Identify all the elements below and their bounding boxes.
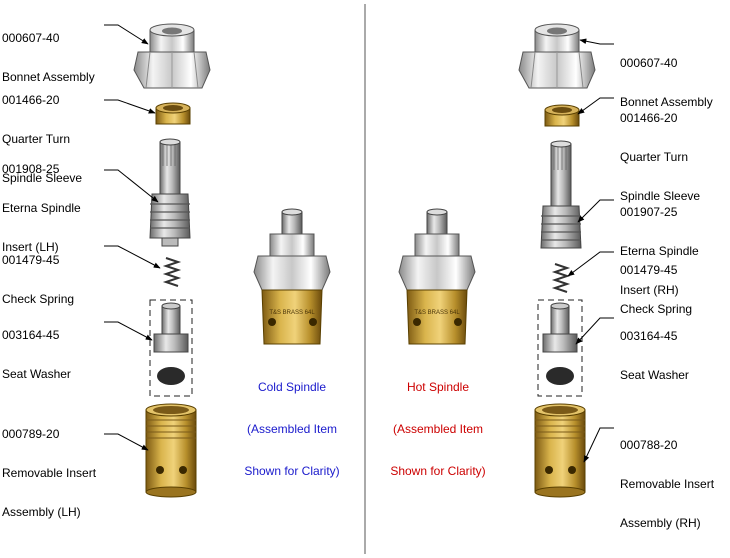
left-insert-part: 001908-25 [2, 162, 60, 176]
right-bonnet-name: Bonnet Assembly [620, 95, 713, 109]
cold-caption-line2: (Assembled Item [246, 422, 338, 436]
right-insert-line1: Eterna Spindle [620, 244, 699, 258]
left-sleeve-label: 001466-20 Quarter Turn Spindle Sleeve [2, 68, 82, 198]
right-sleeve-part: 001466-20 [620, 111, 678, 125]
hot-assembled-spindle [398, 208, 476, 345]
left-spring-part: 001479-45 [2, 253, 60, 267]
left-insert-label: 001908-25 Eterna Spindle Insert (LH) [2, 137, 81, 267]
right-bonnet-assembly [518, 23, 596, 89]
left-removable-label: 000789-20 Removable Insert Assembly (LH) [2, 402, 96, 532]
right-washer-label: 003164-45 Seat Washer [620, 304, 689, 395]
cold-caption-line1: Cold Spindle [257, 380, 327, 394]
cold-caption-line3: Shown for Clarity) [244, 464, 340, 478]
right-sleeve-line1: Quarter Turn [620, 150, 689, 164]
right-bonnet-part: 000607-40 [620, 56, 678, 70]
right-washer-name: Seat Washer [620, 368, 689, 382]
right-insert-part: 001907-25 [620, 205, 678, 219]
left-washer-name: Seat Washer [2, 367, 71, 381]
hot-caption-line2: (Assembled Item [392, 422, 484, 436]
right-spindle-insert [540, 140, 582, 249]
right-bonnet-label: 000607-40 Bonnet Assembly [620, 31, 713, 122]
right-removable-part: 000788-20 [620, 438, 678, 452]
left-removable-line2: Assembly (LH) [2, 505, 81, 519]
right-insert-line2: Insert (RH) [620, 283, 679, 297]
right-removable-line2: Assembly (RH) [620, 516, 701, 530]
left-spindle-insert [149, 138, 191, 247]
right-removable-line1: Removable Insert [620, 477, 715, 491]
hot-spindle-caption: Hot Spindle (Assembled Item Shown for Cl… [368, 352, 508, 492]
right-sleeve-line2: Spindle Sleeve [620, 189, 701, 203]
cold-assembled-spindle [253, 208, 331, 345]
left-spring-name: Check Spring [2, 292, 75, 306]
left-spindle-sleeve [155, 102, 191, 125]
right-spring-label: 001479-45 Check Spring [620, 238, 692, 329]
right-removable-insert [534, 403, 586, 498]
right-washer-part: 003164-45 [620, 329, 678, 343]
cold-spindle-caption: Cold Spindle (Assembled Item Shown for C… [222, 352, 362, 492]
right-spring-part: 001479-45 [620, 263, 678, 277]
right-removable-label: 000788-20 Removable Insert Assembly (RH) [620, 413, 714, 543]
left-removable-insert [145, 403, 197, 498]
left-removable-line1: Removable Insert [2, 466, 97, 480]
left-removable-part: 000789-20 [2, 427, 60, 441]
left-sleeve-part: 001466-20 [2, 93, 60, 107]
left-spring-label: 001479-45 Check Spring [2, 228, 74, 319]
left-bonnet-assembly [133, 23, 211, 89]
left-washer-part: 003164-45 [2, 328, 60, 342]
left-bonnet-name: Bonnet Assembly [2, 70, 95, 84]
hot-engraving: T&S BRASS 64L [414, 310, 460, 316]
left-bonnet-label: 000607-40 Bonnet Assembly [2, 6, 95, 97]
leader-lines [104, 24, 614, 463]
left-seat-washer-group [149, 299, 193, 397]
cold-engraving: T&S BRASS 64L [269, 310, 315, 316]
hot-caption-line1: Hot Spindle [406, 380, 470, 394]
right-check-spring [551, 263, 571, 293]
right-spindle-sleeve [544, 104, 580, 127]
left-insert-line2: Insert (LH) [2, 240, 59, 254]
left-sleeve-line2: Spindle Sleeve [2, 171, 83, 185]
hot-caption-line3: Shown for Clarity) [390, 464, 486, 478]
left-bonnet-part: 000607-40 [2, 31, 60, 45]
right-spring-name: Check Spring [620, 302, 693, 316]
right-sleeve-label: 001466-20 Quarter Turn Spindle Sleeve [620, 86, 700, 216]
right-insert-label: 001907-25 Eterna Spindle Insert (RH) [620, 180, 699, 310]
left-check-spring [162, 257, 182, 287]
left-sleeve-line1: Quarter Turn [2, 132, 71, 146]
left-insert-line1: Eterna Spindle [2, 201, 81, 215]
left-washer-label: 003164-45 Seat Washer [2, 303, 71, 394]
right-seat-washer-group [537, 299, 583, 397]
